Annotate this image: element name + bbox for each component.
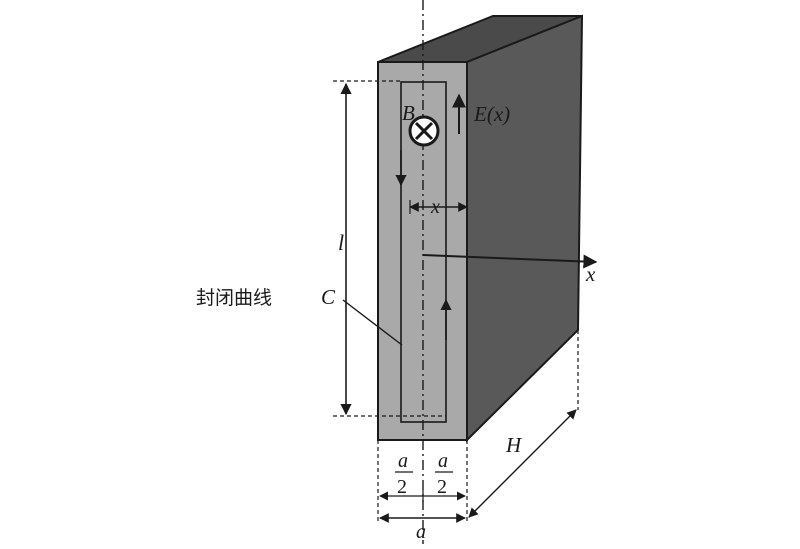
label-l: l [338, 230, 344, 255]
circle-cross-icon [408, 115, 440, 147]
label-H: H [505, 433, 523, 457]
label-half-left-den: 2 [397, 476, 407, 498]
curve-leader-line [342, 299, 403, 346]
label-half-right-num: a [438, 450, 448, 472]
label-half-right-den: 2 [437, 476, 447, 498]
slab-side-face [466, 14, 584, 443]
label-closed-curve-cn: 封闭曲线 [196, 287, 272, 309]
label-x-small: x [430, 196, 440, 218]
label-x-axis: x [585, 262, 596, 286]
label-closed-curve-C: C [321, 285, 336, 309]
label-B: B [402, 101, 415, 125]
label-half-left-num: a [398, 450, 408, 472]
H-dimension-arrow [468, 409, 577, 518]
label-a: a [416, 521, 426, 543]
label-E-x: E(x) [473, 102, 510, 126]
x-axis-arrow [422, 254, 598, 269]
